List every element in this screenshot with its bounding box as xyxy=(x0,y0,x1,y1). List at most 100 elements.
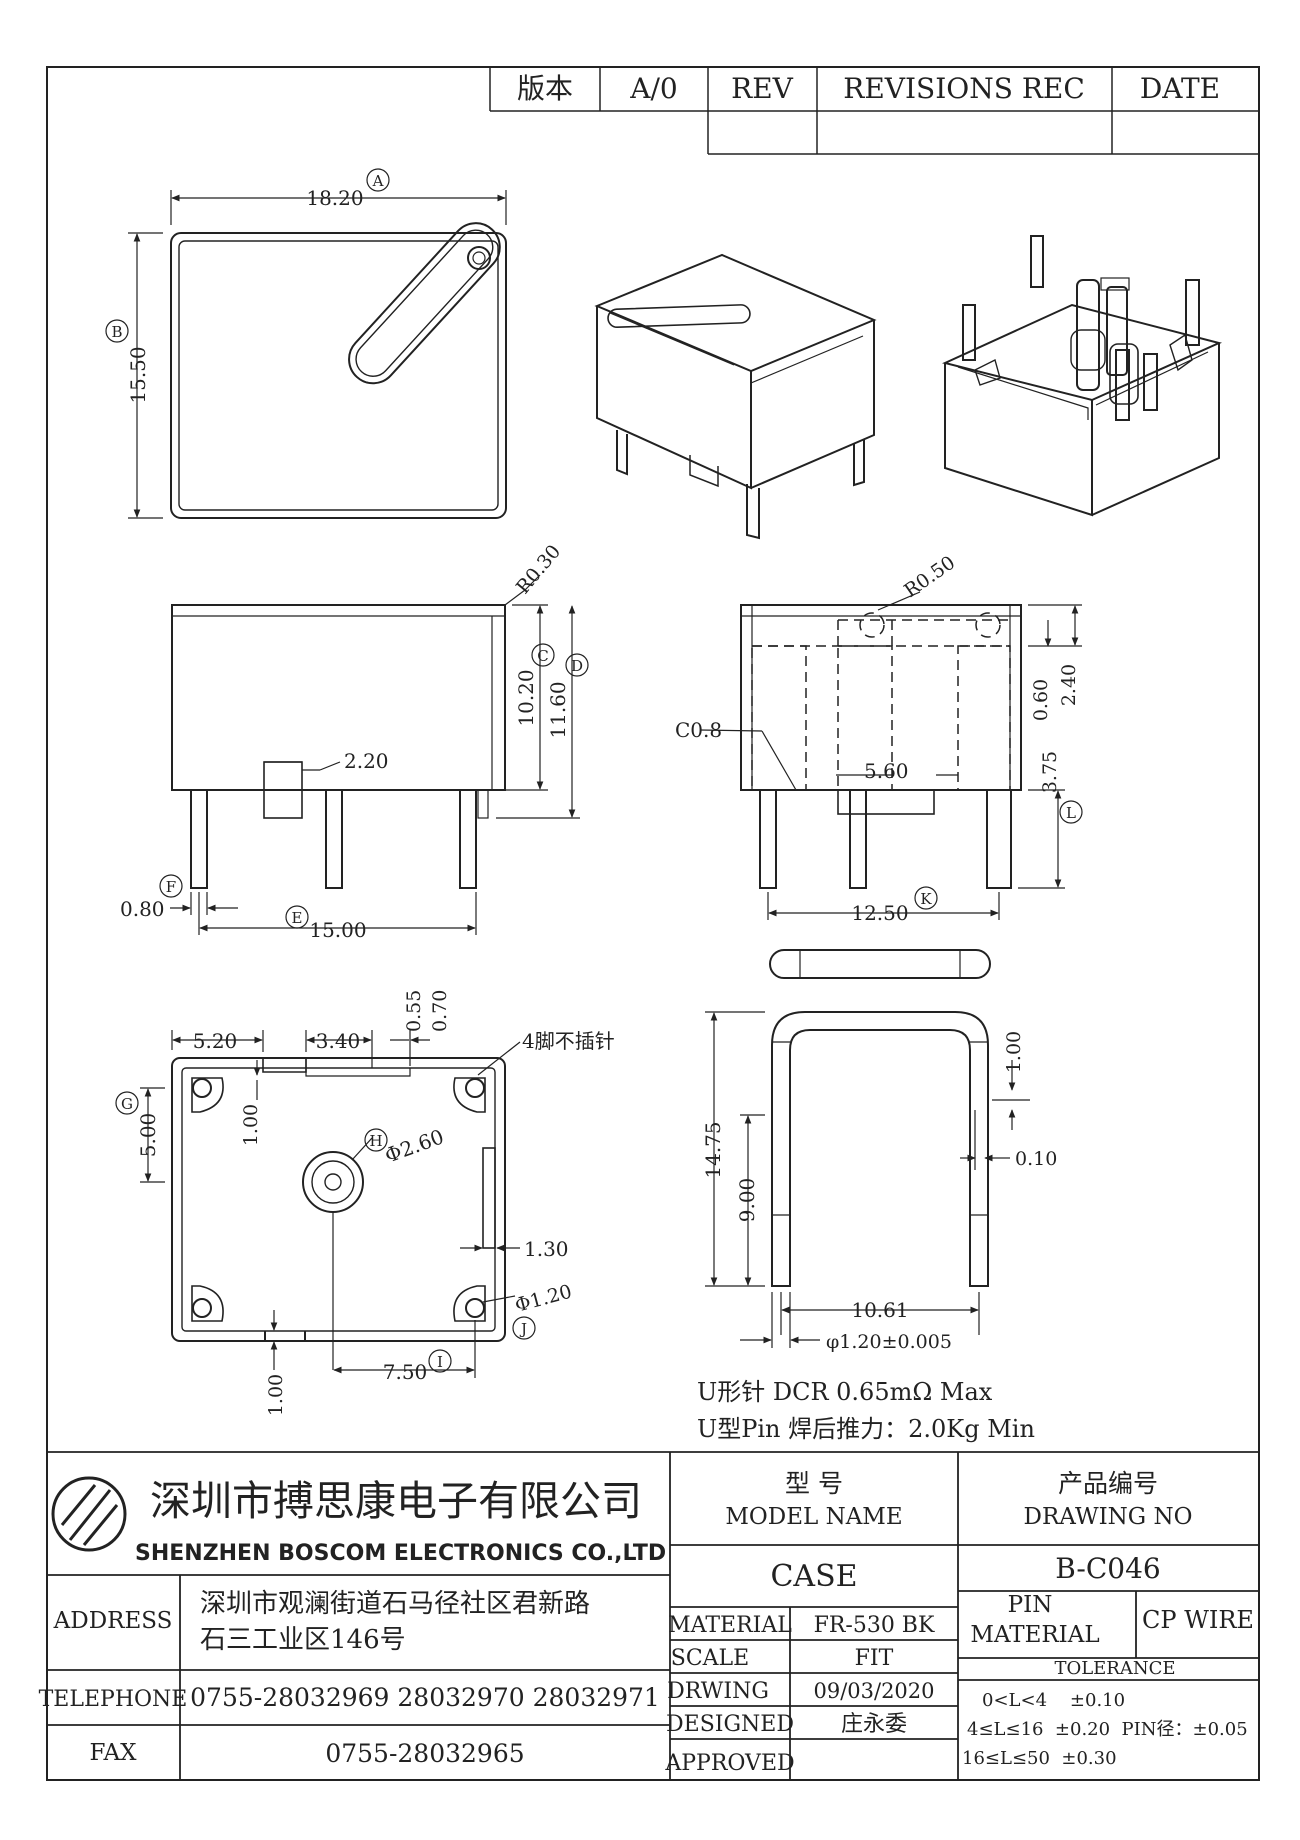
tolerance-row-3: 16≤L≤50 ±0.30 xyxy=(962,1748,1117,1769)
model-value: CASE xyxy=(770,1559,857,1594)
balloon-d: D xyxy=(565,653,589,677)
svg-text:I: I xyxy=(437,1353,443,1371)
balloon-e: E xyxy=(285,905,309,929)
dim-070: 0.70 xyxy=(429,990,451,1032)
dim-a-value: 18.20 xyxy=(306,186,363,210)
dim-130: 1.30 xyxy=(524,1237,569,1261)
svg-text:B: B xyxy=(111,323,122,341)
balloon-j: J xyxy=(512,1316,536,1340)
designed-value: 庄永委 xyxy=(841,1712,907,1737)
date-label: DATE xyxy=(1140,72,1220,105)
fax-value: 0755-28032965 xyxy=(325,1739,524,1768)
dim-100-bottom: 1.00 xyxy=(265,1374,287,1416)
approved-label: APPROVED xyxy=(664,1751,794,1776)
title-block-grid xyxy=(47,1451,1259,1780)
designed-label: DESIGNED xyxy=(666,1712,794,1737)
iso-view-open xyxy=(941,235,1223,517)
scale-label: SCALE xyxy=(671,1646,749,1671)
note-line-2: U型Pin 焊后推力：2.0Kg Min xyxy=(697,1415,1035,1443)
svg-text:J: J xyxy=(519,1320,527,1338)
address-line-2: 石三工业区146号 xyxy=(200,1625,406,1655)
svg-text:L: L xyxy=(1066,804,1076,822)
dim-060: 0.60 xyxy=(1030,679,1052,721)
material-value: FR-530 BK xyxy=(814,1613,935,1638)
dim-560: 5.60 xyxy=(864,759,909,783)
front-dim-lines xyxy=(170,574,580,935)
dim-b-value: 15.50 xyxy=(126,346,150,403)
drawing-label-cn: 产品编号 xyxy=(1058,1469,1158,1498)
svg-text:F: F xyxy=(166,878,176,896)
side-view xyxy=(740,604,1022,889)
u-wire-view xyxy=(769,949,991,1287)
svg-text:H: H xyxy=(369,1132,382,1150)
dim-h-value: Φ2.60 xyxy=(382,1124,447,1167)
balloon-f: F xyxy=(159,874,183,898)
dim-a-lines xyxy=(128,190,507,519)
bottom-view xyxy=(171,1057,506,1342)
balloon-i: I xyxy=(428,1349,452,1373)
dim-340: 3.40 xyxy=(316,1029,361,1053)
company-logo xyxy=(51,1476,127,1552)
dim-l-value: 3.75 xyxy=(1039,751,1061,793)
balloon-c: C xyxy=(531,643,555,667)
u-wire-dim-lines xyxy=(705,1011,1030,1348)
dim-d-value: 11.60 xyxy=(546,681,570,738)
version-label: 版本 xyxy=(517,72,573,105)
side-dim-lines xyxy=(699,591,1082,920)
drawing-date-label: DRWING xyxy=(667,1679,769,1704)
dim-e-value: 15.00 xyxy=(309,918,366,942)
u-dim-900: 9.00 xyxy=(735,1178,759,1223)
telephone-label: TELEPHONE xyxy=(39,1687,188,1712)
bottom-dim-lines xyxy=(140,1030,521,1378)
svg-text:K: K xyxy=(920,890,932,908)
balloon-k: K xyxy=(914,886,938,910)
model-label-en: MODEL NAME xyxy=(725,1504,902,1530)
dim-r050: R0.50 xyxy=(900,552,959,603)
svg-text:E: E xyxy=(292,909,303,927)
balloon-a: A xyxy=(366,168,390,192)
u-dim-100: 1.00 xyxy=(1003,1031,1025,1073)
telephone-value: 0755-28032969 28032970 28032971 xyxy=(190,1683,660,1712)
address-line-1: 深圳市观澜街道石马径社区君新路 xyxy=(200,1589,590,1619)
dim-055: 0.55 xyxy=(403,990,425,1032)
svg-text:A: A xyxy=(372,172,384,190)
dim-220: 2.20 xyxy=(344,749,389,773)
dim-r030: R0.30 xyxy=(512,541,565,599)
drawing-date-value: 09/03/2020 xyxy=(813,1679,934,1703)
iso-view-top xyxy=(594,253,877,540)
dim-j-value: Φ1.20 xyxy=(513,1281,575,1317)
dim-100-top: 1.00 xyxy=(240,1104,262,1146)
u-dim-1475: 14.75 xyxy=(701,1121,725,1178)
revision-table xyxy=(489,67,1259,155)
u-dim-1061: 10.61 xyxy=(851,1298,908,1322)
svg-text:D: D xyxy=(571,657,583,675)
revisions-label: REVISIONS REC xyxy=(843,72,1085,105)
u-dim-phi: φ1.20±0.005 xyxy=(826,1331,952,1353)
fax-label: FAX xyxy=(90,1740,138,1766)
balloon-h: H xyxy=(364,1128,388,1152)
rev-label: REV xyxy=(731,72,794,105)
dim-k-value: 12.50 xyxy=(851,901,908,925)
front-view xyxy=(171,604,506,889)
svg-text:C: C xyxy=(537,647,548,665)
top-view xyxy=(170,222,507,519)
scale-value: FIT xyxy=(855,1646,894,1671)
svg-text:G: G xyxy=(121,1095,133,1113)
pin-material-label-2: MATERIAL xyxy=(970,1622,1099,1648)
tolerance-label: TOLERANCE xyxy=(1054,1658,1175,1679)
model-label-cn: 型 号 xyxy=(785,1469,843,1498)
drawing-label-en: DRAWING NO xyxy=(1024,1504,1193,1530)
dim-240: 2.40 xyxy=(1058,664,1080,706)
note-line-1: U形针 DCR 0.65mΩ Max xyxy=(697,1378,993,1406)
address-label: ADDRESS xyxy=(53,1608,173,1634)
dim-f-value: 0.80 xyxy=(120,897,165,921)
dim-520: 5.20 xyxy=(193,1029,238,1053)
material-label: MATERIAL xyxy=(668,1613,792,1638)
dim-c-value: 10.20 xyxy=(514,669,538,726)
version-value: A/0 xyxy=(629,72,677,105)
dim-g-value: 5.00 xyxy=(136,1113,160,1158)
balloon-b: B xyxy=(105,319,129,343)
company-name-cn: 深圳市搏思康电子有限公司 xyxy=(150,1477,642,1525)
pin-material-value: CP WIRE xyxy=(1142,1606,1254,1634)
